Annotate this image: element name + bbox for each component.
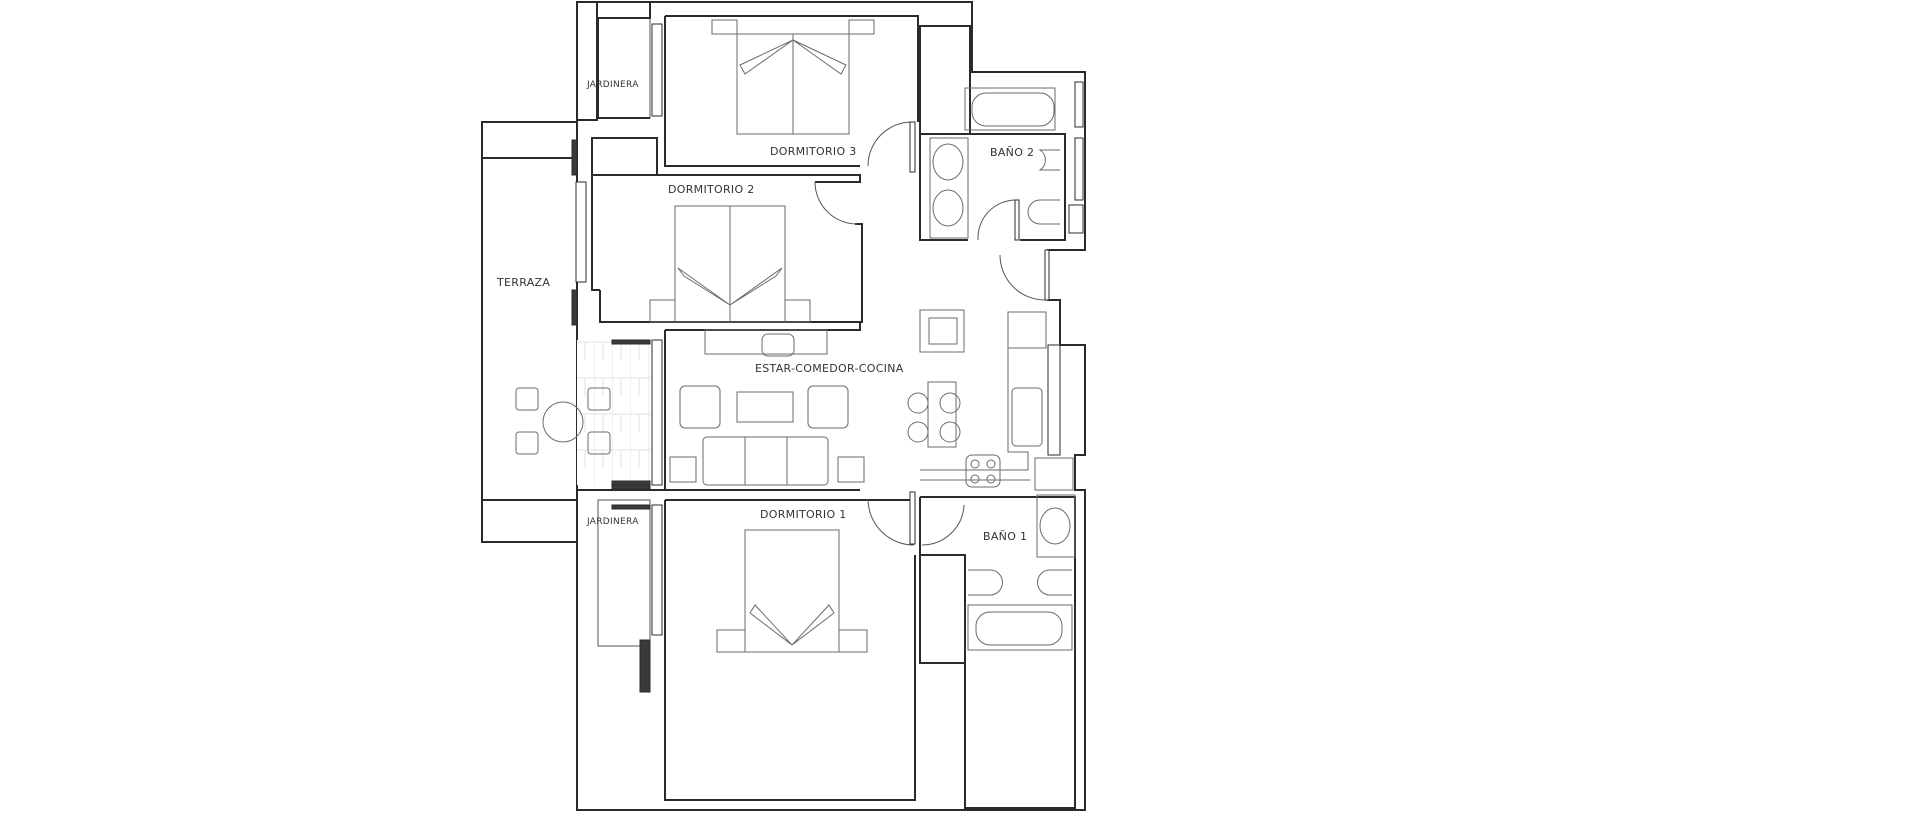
label-dormitorio-3: DORMITORIO 3 — [770, 145, 857, 158]
label-estar-comedor-cocina: ESTAR-COMEDOR-COCINA — [755, 362, 904, 375]
label-jardinera-top: JARDINERA — [586, 80, 639, 90]
terrace-table-icon — [515, 387, 611, 455]
label-terraza: TERRAZA — [496, 276, 550, 289]
terrace — [481, 121, 651, 543]
planter-bottom — [597, 499, 651, 647]
room-dormitorio-3 — [651, 15, 971, 173]
label-jardinera-bottom: JARDINERA — [586, 517, 639, 527]
room-estar-comedor-cocina — [611, 249, 1074, 491]
bed-icon — [716, 529, 868, 653]
label-bano-1: BAÑO 1 — [983, 530, 1027, 543]
room-dormitorio-1 — [577, 484, 966, 801]
room-bano-2 — [919, 81, 1084, 241]
planter-top — [597, 17, 651, 119]
bed-icon — [649, 205, 811, 323]
label-dormitorio-2: DORMITORIO 2 — [668, 183, 755, 196]
label-dormitorio-1: DORMITORIO 1 — [760, 508, 847, 521]
label-bano-2: BAÑO 2 — [990, 146, 1034, 159]
room-dormitorio-2 — [571, 137, 863, 326]
room-bano-1 — [919, 494, 1076, 809]
bed-icon — [711, 19, 875, 135]
